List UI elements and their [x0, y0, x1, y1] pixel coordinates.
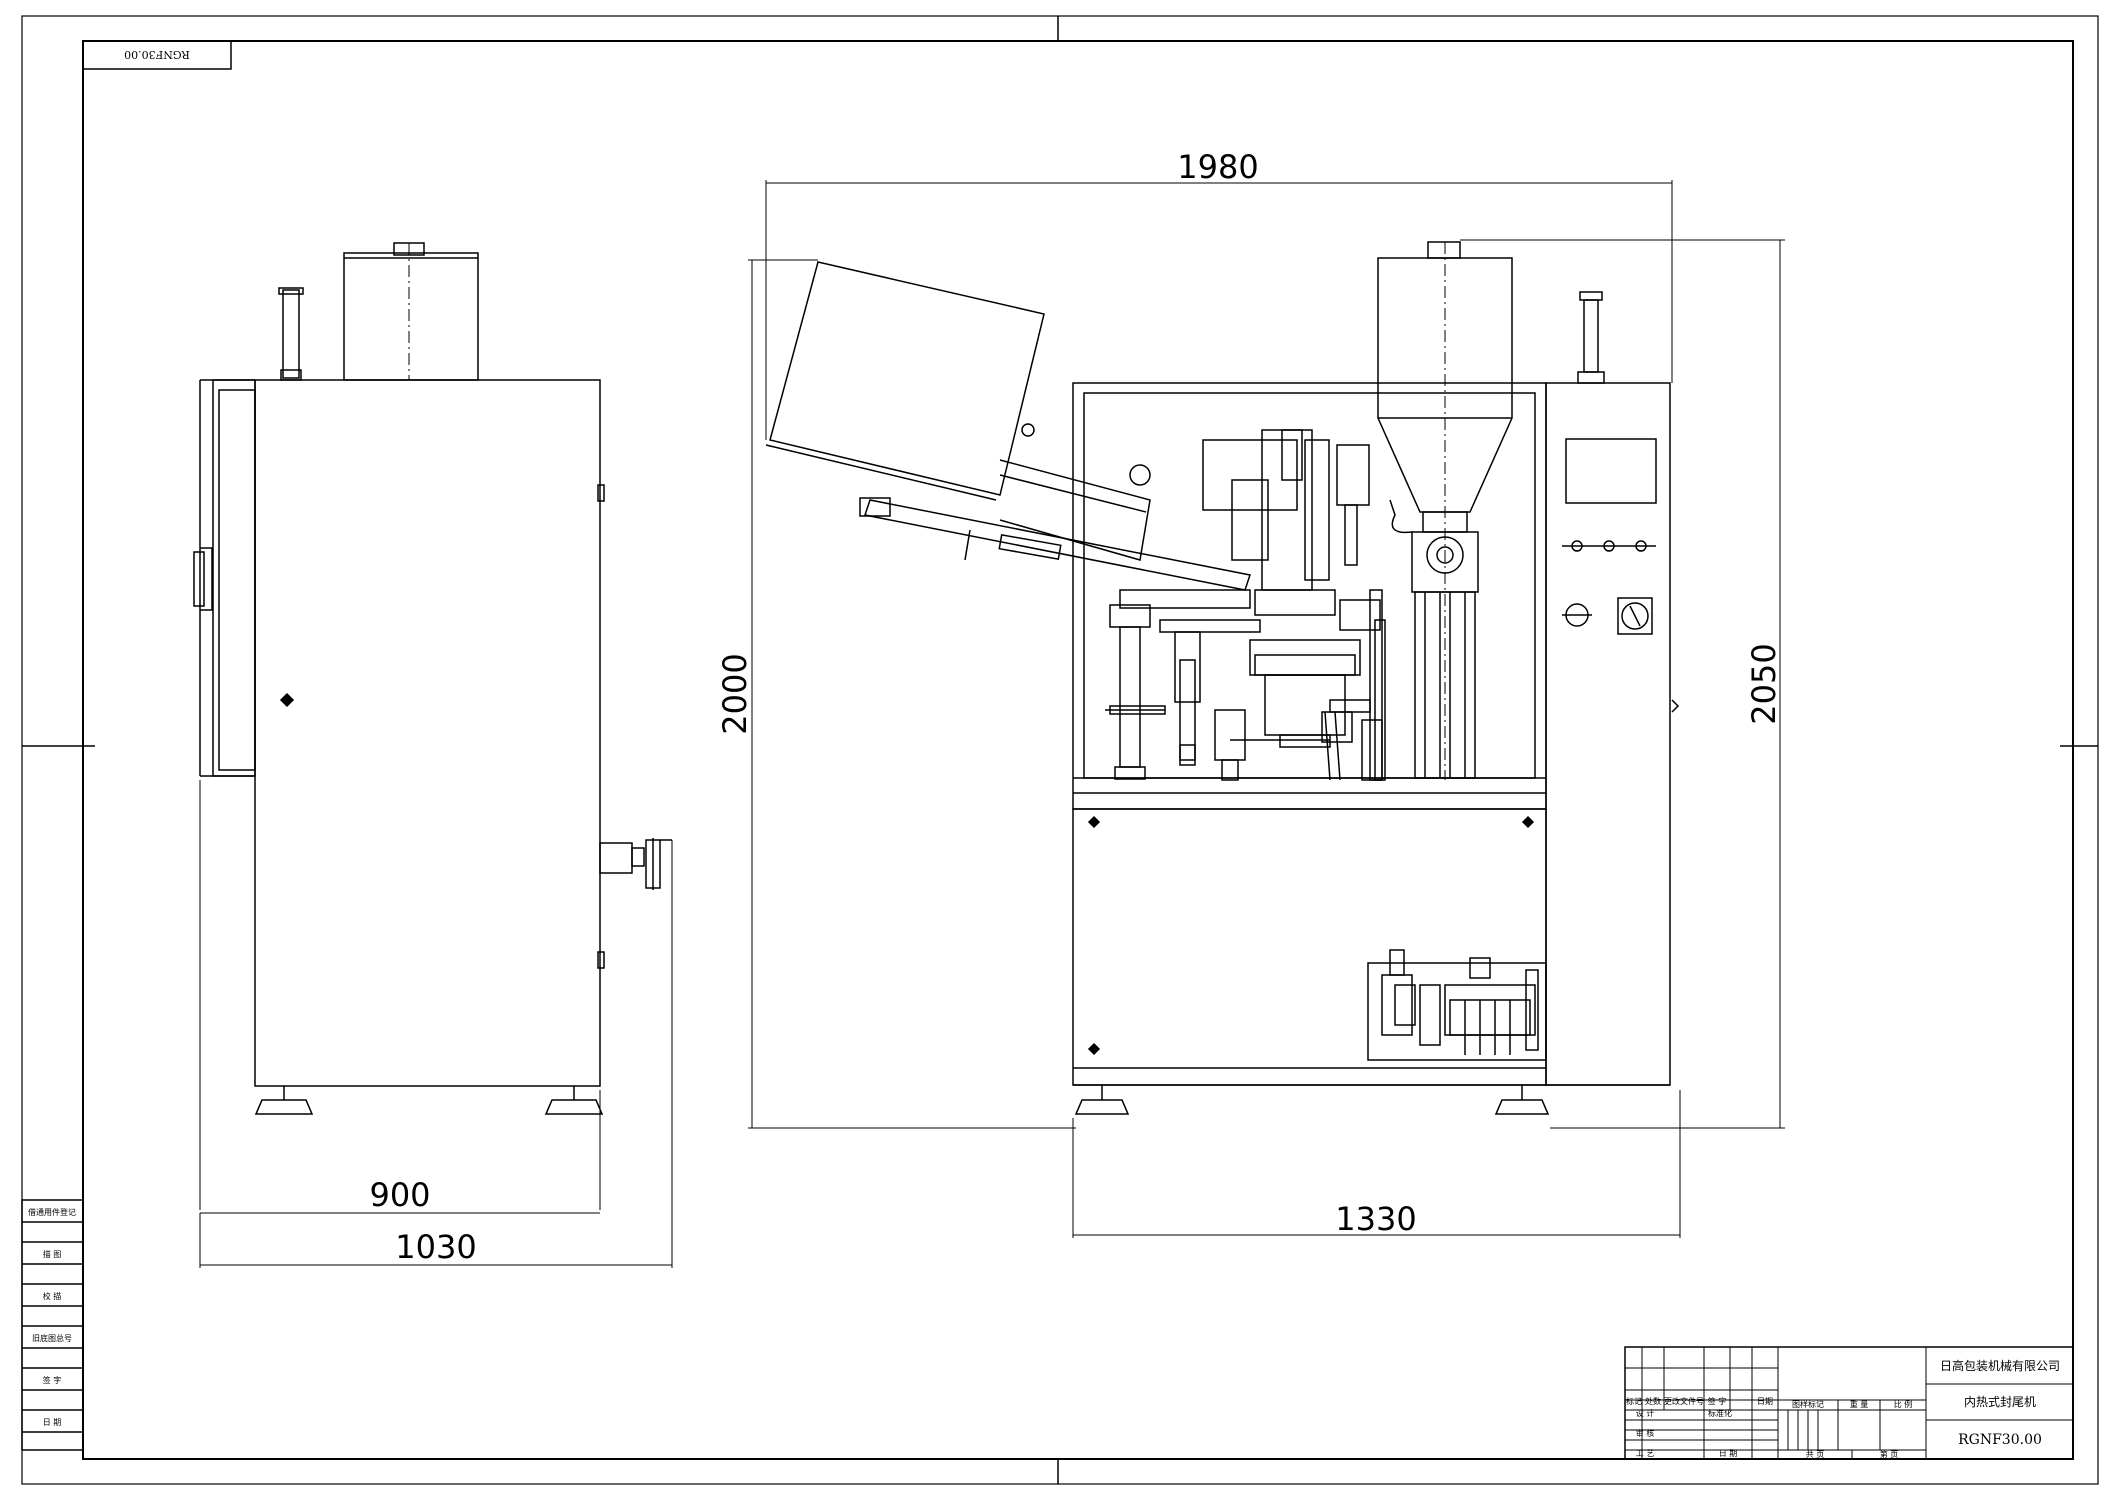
dim-front-height-total: 2050 — [1745, 643, 1783, 724]
front-view-dimensions — [748, 180, 1785, 1238]
dim-front-height: 2000 — [716, 653, 754, 734]
title-block — [1624, 1346, 2074, 1460]
rev-header-mark: 标记 — [1626, 1396, 1642, 1406]
dim-side-depth-outer: 1030 — [395, 1228, 476, 1266]
dim-side-depth-inner: 900 — [369, 1176, 430, 1214]
mirrored-number-box: RGNF30.00 — [82, 40, 232, 70]
sheet-no-label: 第 页 — [1880, 1449, 1899, 1459]
front-view — [765, 241, 1680, 1115]
rev-header-sign: 签 字 — [1708, 1396, 1727, 1406]
side-view — [193, 242, 672, 1115]
std-label: 标准化 — [1708, 1408, 1732, 1418]
strip-label-3: 校 描 — [43, 1291, 62, 1301]
rev-header-count: 处数 — [1645, 1396, 1661, 1406]
scale-label: 比 例 — [1894, 1399, 1913, 1409]
company-name: 日高包装机械有限公司 — [1940, 1358, 2060, 1373]
sheets-total-label: 共 页 — [1806, 1450, 1825, 1459]
rev-header-date: 日期 — [1757, 1397, 1773, 1406]
dim-front-width-total: 1980 — [1177, 148, 1258, 186]
product-name: 内热式封尾机 — [1964, 1395, 2036, 1409]
row-design: 设 计 — [1636, 1408, 1655, 1418]
sheet-border — [21, 15, 2099, 1485]
strip-label-5: 签 字 — [43, 1375, 62, 1385]
strip-label-6: 日 期 — [43, 1418, 62, 1427]
title-block-text: 日高包装机械有限公司 内热式封尾机 RGNF30.00 标记 处数 更改文件号 … — [1626, 1358, 2060, 1459]
weight-label: 重 量 — [1850, 1399, 1869, 1409]
strip-label-1: 借通用件登记 — [28, 1207, 76, 1217]
side-view-dimensions — [199, 780, 673, 1268]
strip-label-2: 描 图 — [43, 1249, 62, 1259]
row-review: 审 核 — [1636, 1428, 1655, 1438]
dim-front-width-base: 1330 — [1335, 1200, 1416, 1238]
strip-label-4: 旧底图总号 — [32, 1333, 72, 1343]
rev-header-doc: 更改文件号 — [1664, 1396, 1704, 1406]
row-process: 工 艺 — [1636, 1449, 1655, 1458]
date-label: 日 期 — [1719, 1449, 1738, 1458]
stage-label: 图样标记 — [1792, 1399, 1824, 1409]
left-approval-strip: 借通用件登记 描 图 校 描 旧底图总号 签 字 日 期 — [21, 1199, 84, 1451]
drawing-number: RGNF30.00 — [1958, 1432, 2042, 1448]
mirrored-drawing-number: RGNF30.00 — [124, 48, 190, 61]
